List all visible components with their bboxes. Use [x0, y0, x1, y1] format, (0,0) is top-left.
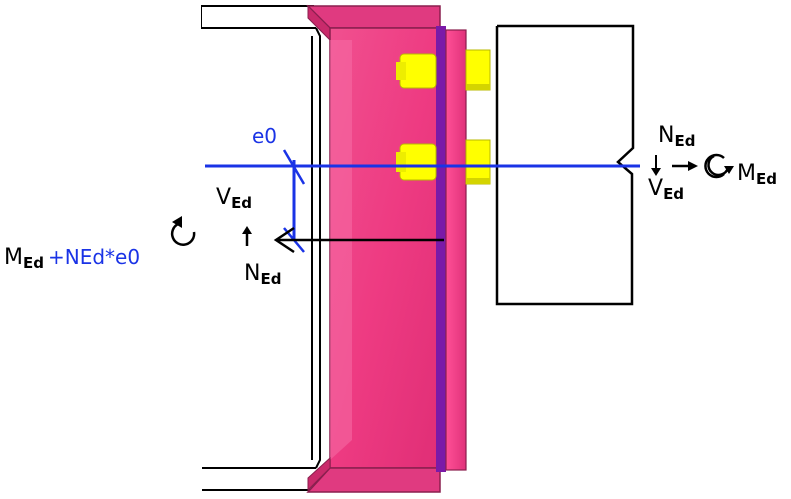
tick-upper — [282, 149, 306, 185]
v-ed-left-main: V — [216, 185, 231, 210]
m-ed-left-sub: Ed — [23, 254, 44, 272]
arrow-down-icon — [651, 155, 661, 176]
counterclockwise-moment-icon — [170, 216, 196, 246]
svg-text:MEd: MEd — [737, 161, 777, 188]
end-plate — [436, 26, 467, 472]
m-ed-right-main: M — [737, 161, 756, 186]
svg-text:NEd: NEd — [658, 123, 695, 150]
n-ed-right-sub: Ed — [674, 132, 695, 150]
svg-text:MEd+NEd*e0: MEd+NEd*e0 — [4, 245, 140, 272]
bolt-upper — [396, 49, 491, 91]
m-ed-left-main: M — [4, 245, 23, 270]
m-ed-right-sub: Ed — [756, 170, 777, 188]
n-ed-right-main: N — [658, 123, 674, 148]
svg-text:VEd: VEd — [216, 185, 252, 212]
v-ed-right-main: V — [648, 176, 663, 201]
svg-text:NEd: NEd — [244, 261, 281, 288]
arrow-up-icon — [242, 226, 252, 246]
v-ed-right-sub: Ed — [663, 185, 684, 203]
right-forces: NEd VEd MEd — [648, 123, 777, 203]
left-forces: VEd NEd MEd+NEd*e0 — [4, 185, 281, 288]
arrow-right-icon — [672, 161, 698, 171]
supporting-beam — [201, 5, 321, 491]
n-ed-left-main: N — [244, 261, 260, 286]
v-ed-left-sub: Ed — [231, 194, 252, 212]
n-ed-left-sub: Ed — [260, 270, 281, 288]
label-e0: e0 — [252, 124, 277, 148]
bolt-lower — [396, 139, 491, 185]
force-line — [273, 226, 444, 254]
svg-text:VEd: VEd — [648, 176, 684, 203]
clockwise-moment-icon — [704, 153, 734, 179]
pink-beam — [306, 4, 441, 493]
m-ed-left-extra: +NEd*e0 — [48, 245, 140, 269]
